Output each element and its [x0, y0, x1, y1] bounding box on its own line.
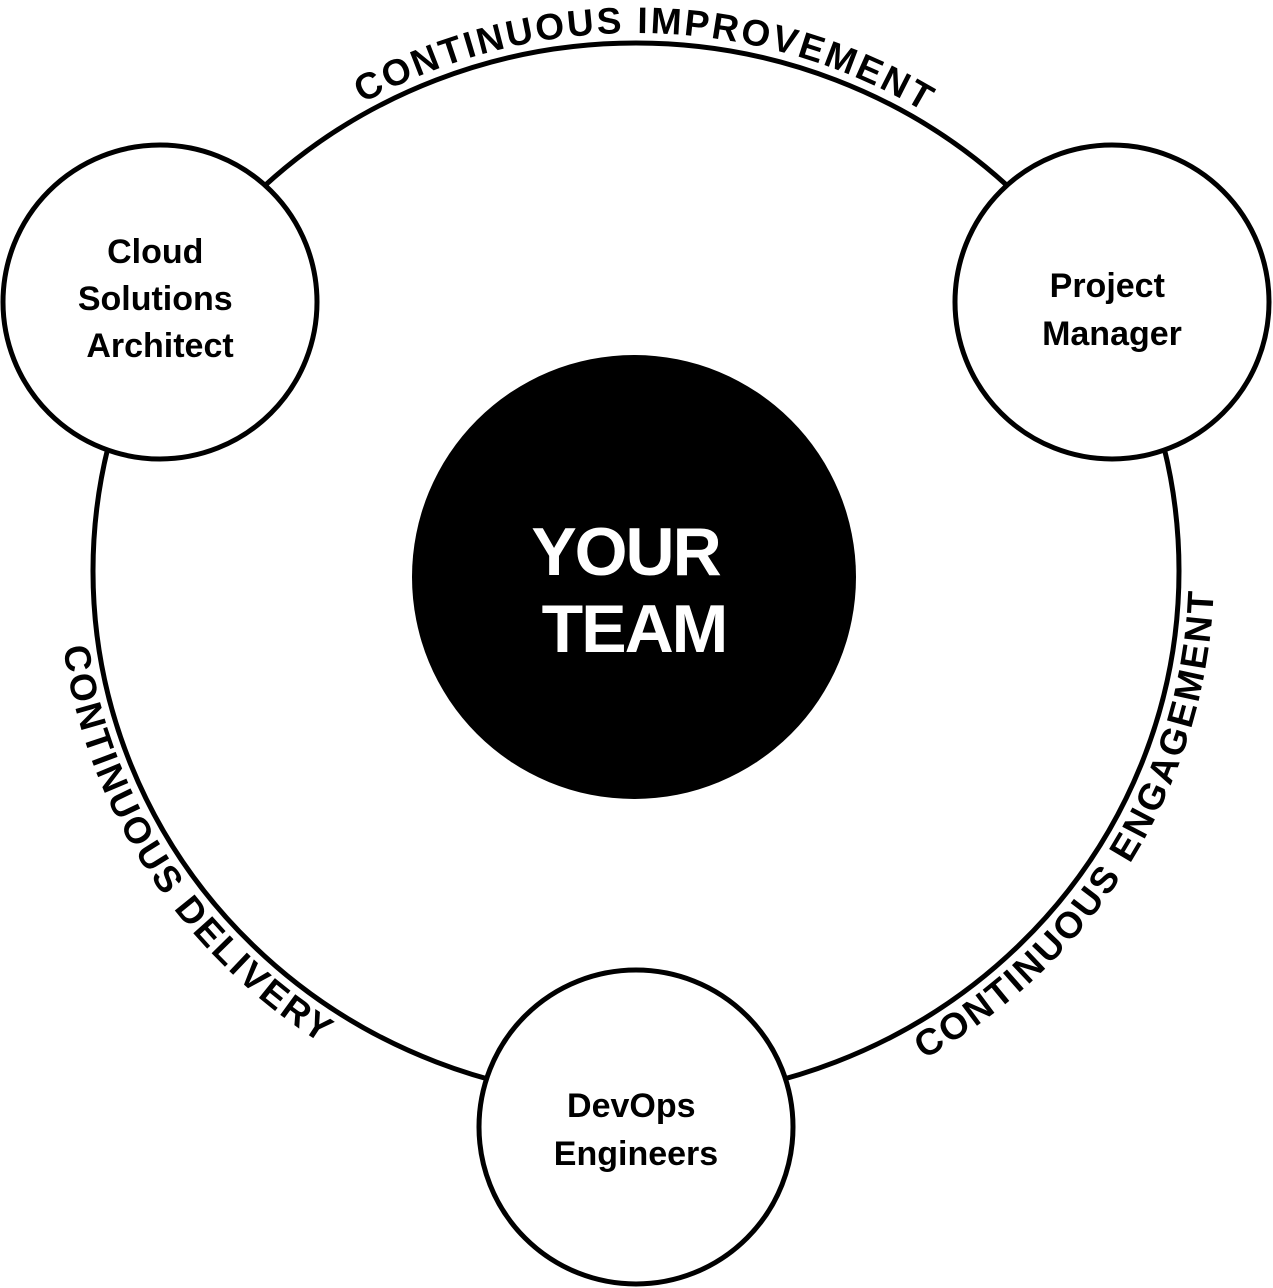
node-label-line: Solutions: [78, 280, 233, 318]
node-label-line: Engineers: [554, 1135, 718, 1173]
node-cloud-solutions-architect: Cloud Solutions Architect: [0, 142, 320, 462]
node-label-devops-engineers: DevOps Engineers: [554, 1087, 718, 1173]
node-circle-cloud-solutions-architect: [0, 142, 320, 462]
ring-label-continuous-delivery: CONTINUOUS DELIVERY: [55, 642, 341, 1052]
ring-label-continuous-improvement: CONTINUOUS IMPROVEMENT: [347, 0, 942, 120]
ring-label-right-text: CONTINUOUS ENGAGEMENT: [907, 588, 1219, 1067]
center-label-your-team: YOUR TEAM: [531, 514, 736, 667]
node-circle-devops-engineers: [476, 967, 796, 1287]
ring-label-left-text: CONTINUOUS DELIVERY: [55, 642, 339, 1052]
node-label-project-manager: Project Manager: [1042, 267, 1182, 353]
node-label-line: DevOps: [567, 1087, 696, 1125]
node-label-line: Architect: [86, 327, 233, 365]
node-circle-project-manager: [952, 142, 1272, 462]
center-label-line: YOUR: [531, 514, 720, 590]
node-devops-engineers: DevOps Engineers: [476, 967, 796, 1287]
node-project-manager: Project Manager: [952, 142, 1272, 462]
center-node-your-team: YOUR TEAM: [412, 355, 856, 799]
center-circle: [412, 355, 856, 799]
ring-label-top-text: CONTINUOUS IMPROVEMENT: [347, 0, 940, 120]
ring-label-continuous-engagement: CONTINUOUS ENGAGEMENT: [907, 588, 1222, 1067]
node-label-line: Manager: [1042, 315, 1182, 353]
node-label-cloud-solutions-architect: Cloud Solutions Architect: [78, 233, 242, 365]
node-label-line: Cloud: [107, 233, 203, 271]
center-label-line: TEAM: [542, 591, 727, 667]
node-label-line: Project: [1050, 267, 1165, 305]
